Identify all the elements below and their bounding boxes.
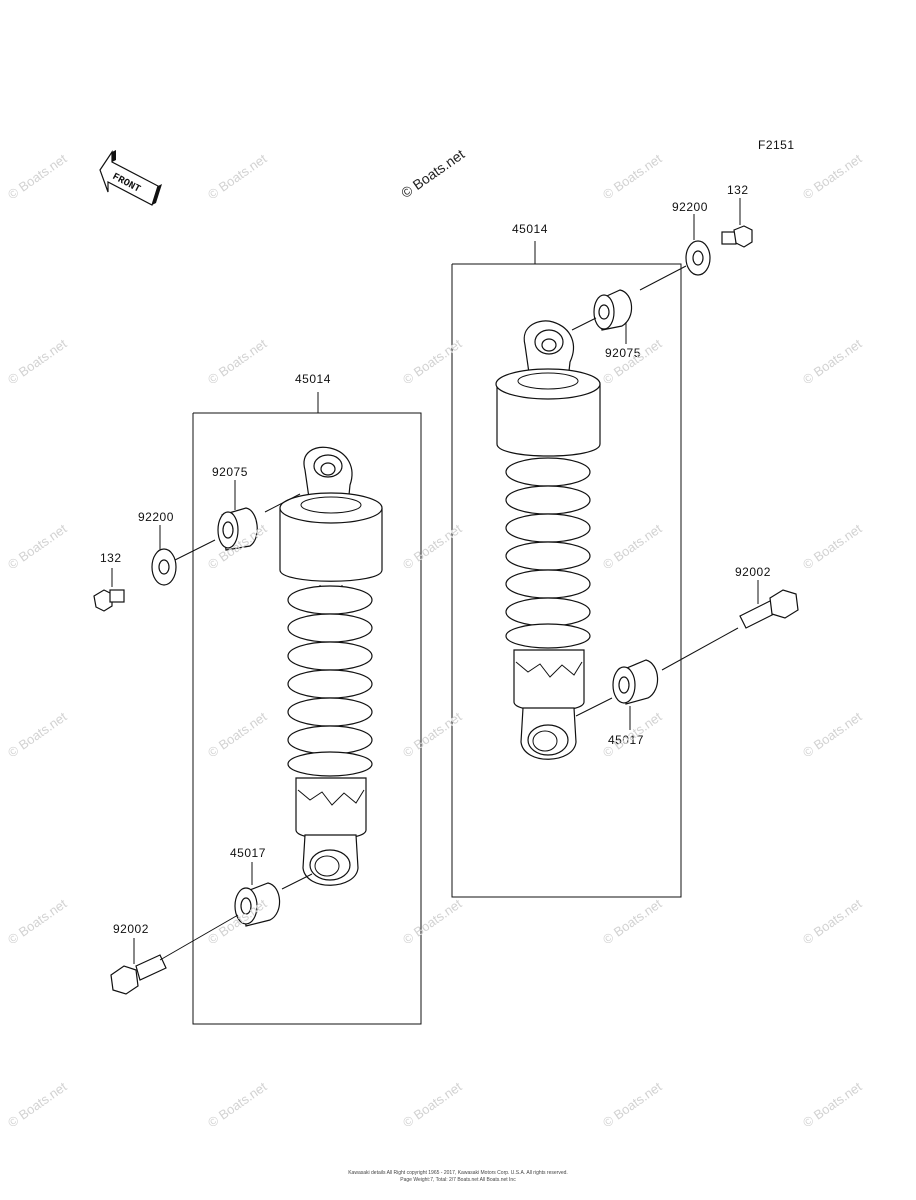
label-shock-right: 45014 <box>512 222 548 236</box>
right-bolt-132 <box>721 198 753 248</box>
label-bushing-left: 45017 <box>230 846 266 860</box>
right-bushing-45017 <box>612 659 659 730</box>
left-bolt-92002 <box>110 938 167 995</box>
left-bolt-132 <box>93 568 125 612</box>
left-group-box <box>192 412 422 1025</box>
left-collar-92075 <box>217 480 258 551</box>
left-washer-92200 <box>151 525 177 586</box>
left-spring <box>287 585 373 777</box>
right-shock-cover <box>495 368 601 457</box>
label-bolt-right: 92002 <box>735 565 771 579</box>
figure-code: F2151 <box>758 138 795 152</box>
right-collar-92075 <box>593 289 633 344</box>
label-bolt132-left: 132 <box>100 551 122 565</box>
label-washer-left: 92200 <box>138 510 174 524</box>
label-shock-left: 45014 <box>295 372 331 386</box>
label-bushing-right: 45017 <box>608 733 644 747</box>
right-shock-body <box>513 649 585 760</box>
front-arrow-icon: FRONT <box>99 150 162 206</box>
left-shock-body <box>295 777 367 886</box>
label-collar-left: 92075 <box>212 465 248 479</box>
label-washer-right: 92200 <box>672 200 708 214</box>
label-collar-right: 92075 <box>605 346 641 360</box>
label-bolt132-right: 132 <box>727 183 749 197</box>
left-bushing-45017 <box>234 862 281 927</box>
right-group-box <box>451 263 682 898</box>
right-bolt-92002 <box>739 580 799 629</box>
label-bolt-left: 92002 <box>113 922 149 936</box>
right-washer-92200 <box>685 214 711 276</box>
right-spring <box>505 457 591 649</box>
footer-page-info: Page Weight:7, Total: 2/7 Boats.net All … <box>400 1177 516 1183</box>
left-assembly <box>93 392 422 1025</box>
right-assembly <box>451 198 799 898</box>
left-shock-cover <box>279 492 383 582</box>
footer-copyright: Kawasaki details All Right copyright 196… <box>348 1170 568 1176</box>
